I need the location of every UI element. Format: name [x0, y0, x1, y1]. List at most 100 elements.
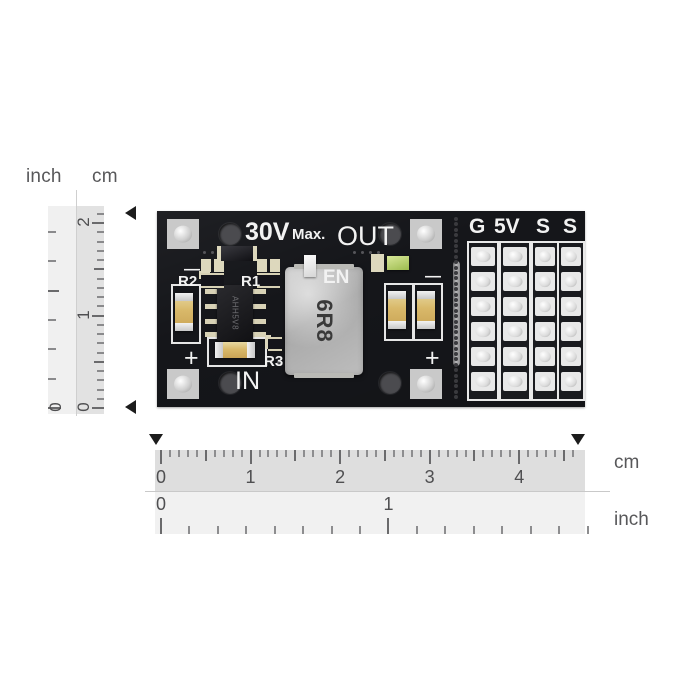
horizontal-ruler-marker-left — [149, 434, 163, 445]
header-pad[interactable] — [471, 272, 495, 291]
horizontal-ruler-cm-tick — [554, 450, 557, 457]
castellation — [454, 227, 458, 232]
through-hole-in-right — [379, 372, 401, 394]
header-pad[interactable] — [471, 247, 495, 266]
castellation — [454, 265, 458, 270]
header-pad-hole — [538, 375, 552, 388]
vertical-ruler-cm-tick — [97, 286, 104, 289]
mlcc-capacitor — [417, 291, 435, 329]
header-pad-column[interactable] — [467, 241, 499, 401]
silk-polarity-minus-input: — — [184, 261, 200, 278]
horizontal-ruler-cm-tick — [330, 450, 333, 457]
vertical-ruler-cm-tick — [97, 342, 104, 345]
header-pad-hole — [507, 325, 523, 338]
header-pad-column[interactable] — [499, 241, 531, 401]
header-pad-hole — [475, 275, 491, 288]
castellation — [454, 233, 458, 238]
horizontal-ruler-inch-tick — [415, 526, 418, 534]
ic-leg — [205, 332, 219, 337]
through-hole-in-left — [219, 372, 241, 394]
header-pad[interactable] — [561, 272, 581, 291]
header-pad-hole — [538, 275, 552, 288]
horizontal-ruler-cm-tick — [428, 450, 431, 464]
horizontal-ruler-cm-number: 0 — [155, 467, 166, 487]
castellation — [454, 362, 458, 367]
vertical-ruler-cm-tick — [97, 333, 104, 336]
horizontal-ruler-cm-tick — [357, 450, 360, 457]
vertical-ruler-cm-tick — [97, 397, 104, 400]
horizontal-ruler-cm-tick — [482, 450, 485, 457]
header-pad[interactable] — [503, 322, 527, 341]
silk-polarity-plus-input: + — [184, 344, 199, 372]
vertical-ruler-inch-label: inch — [26, 166, 62, 187]
header-pad[interactable] — [503, 272, 527, 291]
horizontal-ruler-cm-tick — [518, 450, 521, 464]
vertical-ruler-inch-tick — [48, 319, 56, 321]
smd-resistor-r3 — [268, 337, 282, 351]
horizontal-ruler-cm-tick — [464, 450, 467, 457]
inductor-marking: 6R8 — [312, 299, 337, 343]
castellation — [454, 335, 458, 340]
castellation — [454, 346, 458, 351]
header-pad-column[interactable] — [531, 241, 559, 401]
ic-marking: AHH5V8 — [230, 295, 240, 331]
header-pad[interactable] — [535, 297, 555, 316]
horizontal-ruler-cm-tick — [312, 450, 315, 457]
header-pad[interactable] — [535, 372, 555, 391]
header-pad[interactable] — [561, 322, 581, 341]
vertical-ruler-cm-tick — [92, 222, 104, 225]
mlcc-capacitor — [388, 291, 406, 329]
smd-pad — [201, 259, 211, 272]
header-pad-column[interactable] — [557, 241, 585, 401]
header-pad[interactable] — [471, 347, 495, 366]
header-pad[interactable] — [561, 297, 581, 316]
horizontal-ruler-cm-tick — [285, 450, 288, 457]
castellation — [454, 244, 458, 248]
header-pad[interactable] — [561, 372, 581, 391]
silk-output-label: OUT — [337, 221, 394, 251]
smd-pad — [270, 259, 280, 272]
silk-polarity-minus-output: — — [425, 268, 441, 285]
regulator-ic: AHH5V8 — [217, 285, 253, 341]
header-pad-hole — [538, 300, 552, 313]
header-pad[interactable] — [503, 372, 527, 391]
castellation — [454, 249, 458, 254]
header-pad[interactable] — [535, 247, 555, 266]
header-pad[interactable] — [535, 322, 555, 341]
vertical-ruler-marker-top — [125, 206, 136, 220]
header-pad[interactable] — [561, 247, 581, 266]
mounting-pad-bottom-left — [167, 369, 199, 399]
mounting-hole — [174, 375, 192, 393]
horizontal-ruler-inch-label: inch — [614, 509, 649, 530]
castellation — [454, 298, 458, 302]
vertical-ruler-cm-tick — [97, 231, 104, 234]
castellation — [454, 281, 458, 286]
horizontal-ruler-cm-tick — [527, 450, 530, 457]
header-pad[interactable] — [503, 247, 527, 266]
vertical-ruler-cm-tick — [97, 370, 104, 373]
ic-leg — [252, 332, 266, 337]
horizontal-ruler-inch-tick — [558, 526, 561, 534]
vertical-ruler-cm-number: 2 — [74, 217, 93, 227]
header-pad-hole — [507, 275, 523, 288]
vertical-ruler-cm-tick — [97, 296, 104, 299]
header-pad[interactable] — [471, 297, 495, 316]
horizontal-ruler-cm-tick — [536, 450, 539, 457]
vertical-ruler-cm-tick — [97, 277, 104, 280]
header-pad[interactable] — [503, 347, 527, 366]
header-pad[interactable] — [471, 322, 495, 341]
header-pad[interactable] — [471, 372, 495, 391]
smd-diode — [221, 246, 253, 261]
castellation — [454, 373, 458, 378]
header-pad[interactable] — [535, 272, 555, 291]
castellation — [454, 292, 458, 297]
silk-enable-label: EN — [323, 267, 350, 288]
header-pad[interactable] — [535, 347, 555, 366]
horizontal-ruler-cm-tick — [410, 450, 413, 457]
horizontal-ruler-cm-tick — [294, 450, 297, 461]
power-inductor: 6R8 — [285, 264, 363, 378]
castellation — [454, 254, 458, 259]
header-pad[interactable] — [561, 347, 581, 366]
header-pad[interactable] — [503, 297, 527, 316]
silk-voltage-rating: 30V — [245, 218, 290, 246]
